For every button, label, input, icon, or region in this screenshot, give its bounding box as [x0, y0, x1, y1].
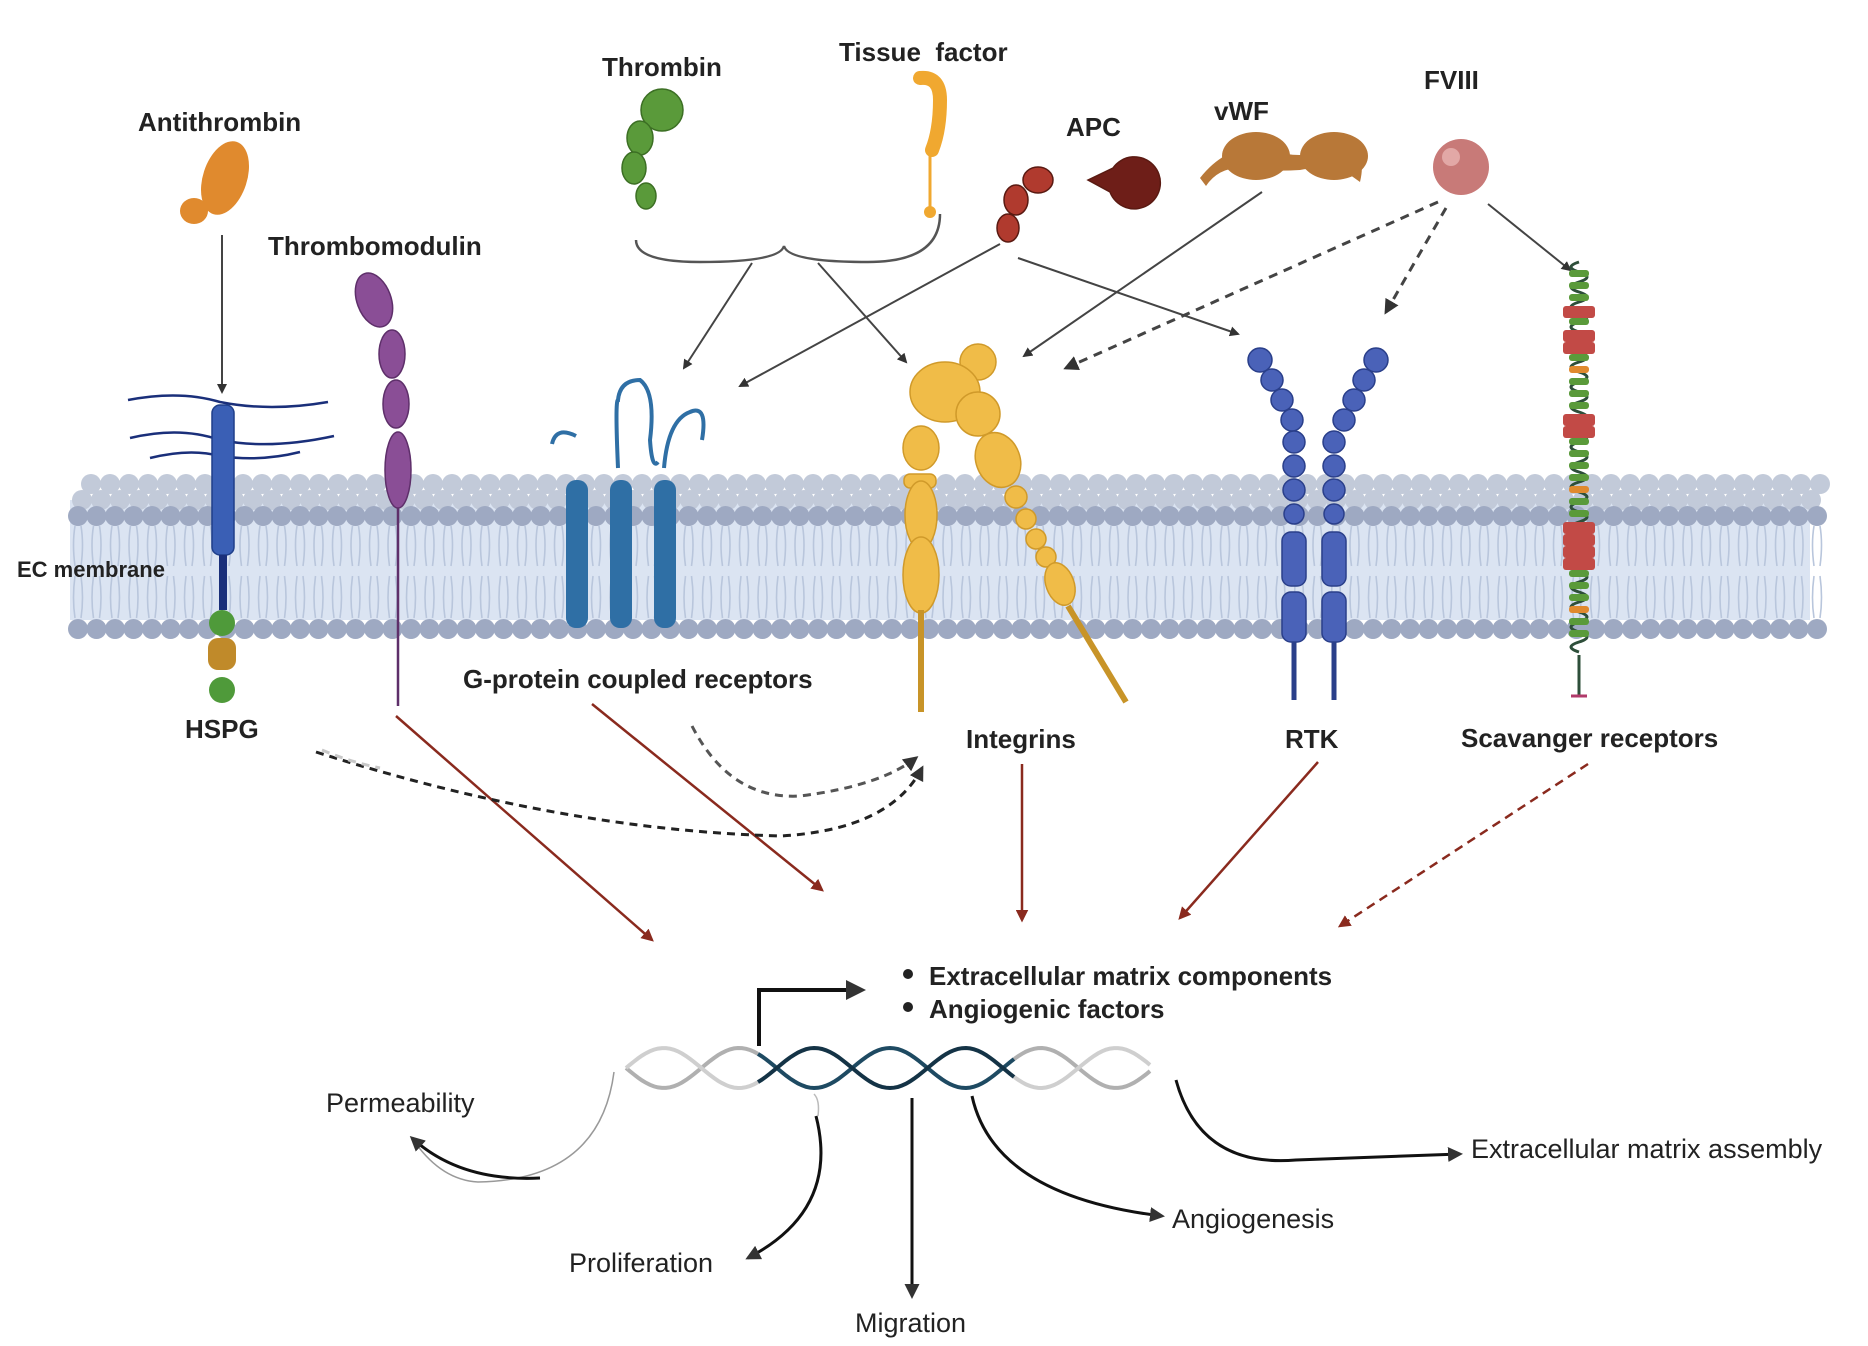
fviii-icon — [1433, 139, 1489, 195]
ecm-assembly-label: Extracellular matrix assembly — [1471, 1134, 1823, 1164]
thrombomodulin-signal-arrow — [395, 715, 654, 942]
gpcr-label: G-protein coupled receptors — [463, 664, 813, 694]
fviii-to-scavenger-arrow — [1487, 203, 1572, 272]
gene-product-ecm-components: Extracellular matrix components — [929, 961, 1332, 991]
gpcr-to-integrin-arrow — [690, 725, 919, 798]
gpcr-icon — [550, 377, 706, 628]
antithrombin-label: Antithrombin — [138, 107, 301, 137]
ec-membrane — [68, 474, 1830, 639]
signaling-arrows — [395, 703, 1589, 942]
outcome-arrows — [409, 1071, 1463, 1299]
permeability-label: Permeability — [326, 1088, 475, 1118]
bullet-icon — [903, 969, 913, 979]
apc-to-rtk-arrow — [1017, 257, 1240, 337]
apc-label: APC — [1066, 112, 1121, 142]
crosstalk-arrows — [315, 725, 924, 838]
rtk-label: RTK — [1285, 724, 1339, 754]
proliferation-label: Proliferation — [569, 1248, 713, 1278]
tissue-factor-icon — [913, 70, 948, 218]
fviii-to-rtk-arrow — [1384, 207, 1448, 315]
transcription-start-arrow — [757, 980, 866, 1046]
gene-product-angiogenic-factors: Angiogenic factors — [929, 994, 1164, 1024]
rtk-signal-arrow — [1178, 761, 1319, 920]
hspg-to-integrin-arrow — [315, 750, 924, 838]
dna-helix — [624, 1045, 1152, 1091]
rtk-icon — [1247, 347, 1389, 700]
hspg-icon — [127, 394, 335, 703]
permeability-arrow — [409, 1135, 541, 1180]
gpcr-signal-arrow — [591, 703, 824, 892]
thrombin-tf-brace — [634, 213, 942, 264]
ec-membrane-label: EC membrane — [17, 557, 165, 582]
apc-icon — [996, 156, 1162, 243]
vwf-icon — [1200, 132, 1368, 186]
tissue-factor-label: Tissue factor — [839, 37, 1008, 67]
vwf-label: vWF — [1214, 96, 1269, 126]
ligand-arrows — [217, 191, 1572, 394]
ecm-assembly-arrow — [1174, 1079, 1463, 1163]
angiogenesis-arrow — [970, 1095, 1165, 1223]
proliferation-arrow — [745, 1115, 823, 1260]
scavenger-signal-arrow — [1337, 762, 1589, 928]
vwf-to-integrin-arrow — [1022, 191, 1263, 358]
hspg-label: HSPG — [185, 714, 259, 744]
migration-label: Migration — [855, 1308, 966, 1338]
brace-to-gpcr-arrow — [682, 262, 753, 370]
thrombin-icon — [621, 88, 684, 210]
brace-to-integrin-arrow — [817, 262, 908, 364]
apc-to-gpcr-arrow — [738, 243, 1001, 387]
thrombomodulin-icon — [354, 272, 412, 706]
angiogenesis-label: Angiogenesis — [1172, 1204, 1334, 1234]
scavenger-receptors-label: Scavanger receptors — [1461, 723, 1718, 753]
integrins-label: Integrins — [966, 724, 1076, 754]
fviii-label: FVIII — [1424, 65, 1479, 95]
bullet-icon — [903, 1002, 913, 1012]
thrombin-label: Thrombin — [602, 52, 722, 82]
thrombomodulin-label: Thrombomodulin — [268, 231, 482, 261]
fviii-to-integrin-arrow — [1063, 200, 1439, 370]
antithrombin-icon — [180, 141, 249, 224]
integrin-icon — [902, 343, 1129, 712]
scavenger-receptor-icon — [1563, 260, 1595, 698]
